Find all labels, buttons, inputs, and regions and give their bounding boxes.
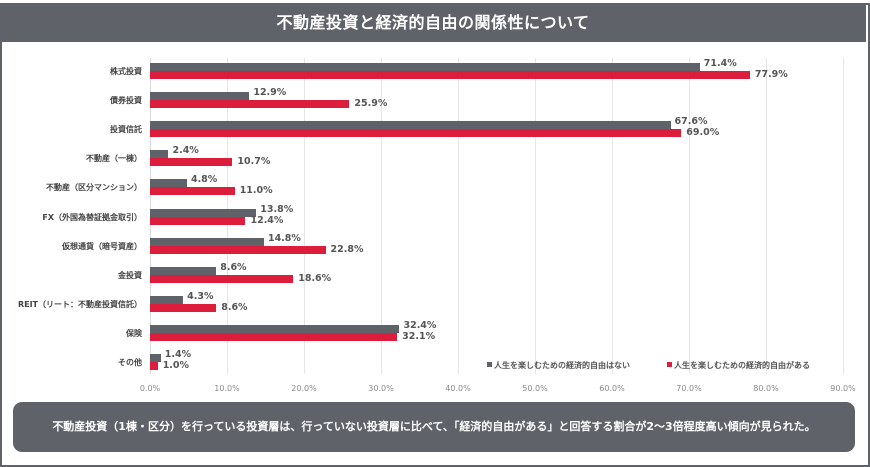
value-label-red: 12.4% (250, 214, 284, 226)
bar-no-freedom (150, 324, 400, 333)
x-tick-label: 60.0% (599, 384, 625, 393)
value-label-gray: 4.8% (190, 174, 218, 186)
value-label-red: 18.6% (298, 272, 332, 284)
x-tick-label: 40.0% (445, 384, 471, 393)
gridline (766, 58, 767, 374)
category-label: 金投資 (118, 270, 142, 280)
gridline (689, 58, 690, 374)
value-label-red: 22.8% (330, 243, 364, 255)
gridline (612, 58, 613, 374)
category-label: 不動産（区分マンション） (46, 183, 142, 193)
x-tick-label: 90.0% (830, 384, 856, 393)
bar-no-freedom (150, 63, 700, 71)
legend-label: 人生を楽しむための経済的自由がある (674, 361, 810, 370)
category-label: 債券投資 (110, 96, 142, 106)
value-label-gray: 13.8% (260, 203, 294, 215)
category-label: FX（外国為替証拠金取引） (42, 212, 142, 222)
x-tick-label: 10.0% (214, 384, 240, 393)
bar-no-freedom (150, 295, 184, 304)
bar-no-freedom (150, 121, 671, 130)
gridline (535, 58, 536, 374)
legend-swatch-gray (487, 362, 492, 367)
category-label: 不動産（一棟） (86, 154, 142, 164)
gridline (381, 58, 382, 374)
value-label-red: 77.9% (754, 69, 788, 80)
value-label-red: 10.7% (237, 156, 271, 168)
bar-has-freedom (150, 303, 217, 312)
gridline (843, 58, 844, 374)
gridline (458, 58, 459, 374)
x-tick-label: 30.0% (368, 384, 394, 393)
value-label-gray: 4.3% (187, 290, 214, 302)
bar-has-freedom (150, 362, 158, 370)
x-tick-label: 20.0% (291, 384, 317, 393)
legend-swatch-red (667, 362, 672, 367)
value-label-gray: 8.6% (220, 261, 247, 273)
bar-no-freedom (150, 179, 187, 188)
category-label: 投資信託 (110, 125, 142, 135)
category-label: 株式投資 (110, 67, 142, 76)
value-label-gray: 14.8% (267, 232, 301, 244)
bar-has-freedom (150, 216, 246, 225)
chart-title: 不動産投資と経済的自由の関係性について (0, 3, 866, 42)
value-label-gray: 32.4% (403, 319, 437, 331)
bar-has-freedom (150, 100, 350, 109)
value-label-gray: 71.4% (703, 58, 737, 69)
x-tick-label: 80.0% (753, 384, 779, 393)
x-tick-label: 0.0% (139, 384, 161, 393)
value-label-red: 8.6% (221, 301, 248, 313)
bar-no-freedom (150, 266, 217, 275)
value-label-red: 32.1% (402, 330, 436, 342)
category-label: 仮想通貨（暗号資産） (62, 241, 142, 251)
bar-has-freedom (150, 71, 750, 79)
gridline (304, 58, 305, 374)
bar-no-freedom (150, 354, 161, 362)
category-label: その他 (118, 358, 142, 367)
bar-no-freedom (150, 92, 250, 101)
value-label-red: 1.0% (162, 360, 190, 371)
legend-label: 人生を楽しむための経済的自由はない (494, 361, 630, 370)
summary-banner: 不動産投資（1棟・区分）を行っている投資層は、行っていない投資層に比べて、「経済… (13, 402, 855, 452)
category-label: 保険 (126, 328, 142, 338)
category-label: REIT（リート：不動産投資信託） (17, 299, 142, 309)
value-label-gray: 12.9% (253, 87, 287, 99)
x-tick-label: 70.0% (676, 384, 702, 393)
chart-frame (0, 3, 870, 467)
value-label-gray: 2.4% (172, 145, 199, 157)
x-tick-label: 50.0% (522, 384, 548, 393)
bar-has-freedom (150, 129, 682, 138)
value-label-red: 69.0% (686, 127, 720, 139)
bar-no-freedom (150, 237, 264, 246)
value-label-gray: 1.4% (164, 349, 192, 360)
legend-item-has-freedom: 人生を楽しむための経済的自由がある (667, 360, 810, 371)
bar-has-freedom (150, 274, 294, 283)
bar-no-freedom (150, 150, 169, 159)
bar-has-freedom (150, 245, 326, 254)
value-label-red: 25.9% (354, 98, 388, 110)
bar-chart: 0.0% 10.0% 20.0% 30.0% 40.0% 50.0% 60.0% 70.0% 8… (17, 58, 856, 393)
bar-has-freedom (150, 158, 233, 167)
legend-item-no-freedom: 人生を楽しむための経済的自由はない (487, 360, 630, 371)
value-label-gray: 67.6% (674, 116, 708, 128)
bar-no-freedom (150, 208, 257, 217)
bar-has-freedom (150, 187, 235, 196)
bar-has-freedom (150, 332, 398, 341)
value-label-red: 11.0% (239, 185, 273, 197)
